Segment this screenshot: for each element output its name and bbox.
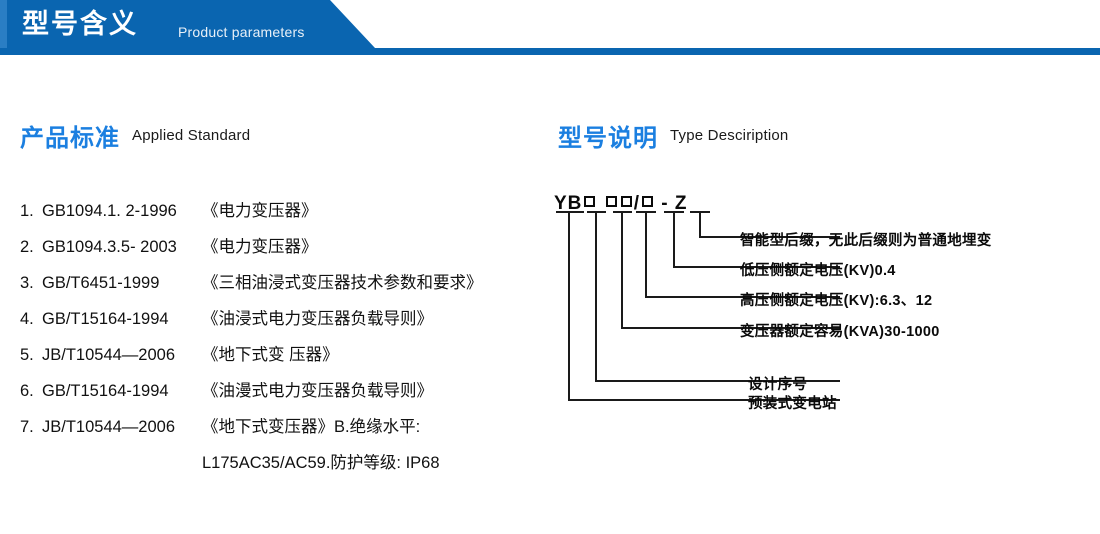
model-code-box-icon [584,196,596,207]
standard-index: 6. [20,382,34,400]
standards-list-item: 1. GB1094.1. 2-1996 《电力变压器》 [20,193,550,229]
model-code-diagram: YB / - Z 智能型后缀，无此后缀则为普通地埋变 低压侧额定电压(KV)0.… [540,185,1100,445]
model-code-box-icon [641,196,653,207]
applied-standard-heading-en: Applied Standard [132,127,251,144]
standard-name: 《地下式变 压器》 [202,346,339,364]
callout-label-lv-rated-voltage: 低压侧额定电压(KV)0.4 [740,263,896,279]
standards-list-item: 4. GB/T15164-1994 《油浸式电力变压器负载导则》 [20,301,550,337]
callout-label-rated-capacity: 变压器额定容易(KVA)30-1000 [740,324,940,340]
callout-label-intelligent-suffix: 智能型后缀，无此后缀则为普通地埋变 [740,233,992,249]
type-description-heading-cn: 型号说明 [558,125,658,152]
standard-index: 7. [20,418,34,436]
applied-standard-heading: 产品标准 Applied Standard [20,118,250,153]
standard-index: 1. [20,202,34,220]
standard-code: GB1094.3.5- 2003 [42,238,177,256]
banner-blue-shape [0,0,375,48]
applied-standard-heading-cn: 产品标准 [20,125,120,152]
banner-bottom-rule [0,48,1100,55]
standards-list-item: 7. JB/T10544—2006 《地下式变压器》B.绝缘水平: [20,409,550,445]
model-code-box-icon [620,196,632,207]
standard-code: JB/T10544—2006 [42,346,176,364]
standard-continuation-line: L175AC35/AC59.防护等级: IP68 [202,454,440,472]
banner-title-en: Product parameters [178,24,305,40]
standard-name: 《油浸式电力变压器负载导则》 [202,310,433,328]
standard-code: GB/T15164-1994 [42,310,169,328]
standard-name: 《电力变压器》 [202,238,318,256]
standard-index: 2. [20,238,34,256]
page-header-banner: 型号含义 Product parameters [0,0,1100,58]
standard-name: 《三相油浸式变压器技术参数和要求》 [202,274,483,292]
model-code-suffix: - Z [661,193,688,214]
standard-name: 《地下式变压器》B.绝缘水平: [202,418,421,436]
model-code-string: YB / - Z [554,193,688,214]
standard-name: 《电力变压器》 [202,202,318,220]
banner-left-accent-stripe [0,0,7,48]
type-description-heading: 型号说明 Type Desciription [558,118,788,153]
standard-index: 3. [20,274,34,292]
callout-label-design-serial: 设计序号 [748,377,808,393]
model-code-prefix: YB [554,193,583,214]
standard-index: 4. [20,310,34,328]
callout-leader-lines [556,211,840,401]
standards-list: 1. GB1094.1. 2-1996 《电力变压器》 2. GB1094.3.… [20,193,550,481]
standards-list-item: 2. GB1094.3.5- 2003 《电力变压器》 [20,229,550,265]
type-description-heading-en: Type Desciription [670,127,789,144]
standard-code: JB/T10544—2006 [42,418,176,436]
model-code-box-icon [605,196,617,207]
standard-code: GB1094.1. 2-1996 [42,202,177,220]
standards-list-item: 5. JB/T10544—2006 《地下式变 压器》 [20,337,550,373]
standards-list-item: 6. GB/T15164-1994 《油漫式电力变压器负载导则》 [20,373,550,409]
standard-index: 5. [20,346,34,364]
standard-name: 《油漫式电力变压器负载导则》 [202,382,433,400]
standard-code: GB/T15164-1994 [42,382,169,400]
callout-label-hv-rated-voltage: 高压侧额定电压(KV):6.3、12 [740,293,933,309]
standards-list-item: 3. GB/T6451-1999 《三相油浸式变压器技术参数和要求》 [20,265,550,301]
banner-title-cn: 型号含义 [22,9,138,39]
callout-label-prefab-substation: 预装式变电站 [748,396,837,412]
standard-code: GB/T6451-1999 [42,274,160,292]
